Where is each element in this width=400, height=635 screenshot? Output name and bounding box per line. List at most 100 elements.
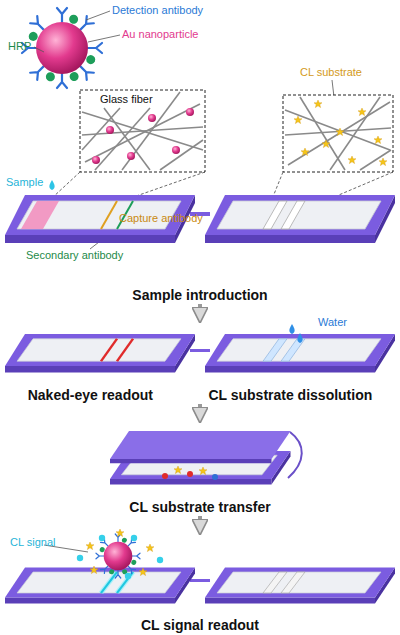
device-link (190, 349, 210, 352)
folded-device-lid (110, 431, 291, 459)
stage-panel: Sample introduction (0, 180, 400, 304)
substrate-strip (205, 334, 395, 372)
substrate-strip (281, 572, 305, 593)
glass-fiber (95, 108, 150, 170)
callout-label: Au nanoparticle (122, 28, 198, 41)
leader-line (88, 35, 120, 42)
cl-substrate-star (348, 156, 356, 164)
callout-label: Water (318, 316, 347, 329)
glass-fiber (285, 128, 391, 135)
glass-fiber-inset (80, 90, 205, 172)
device-link (190, 579, 210, 582)
transferred-particle (174, 466, 182, 474)
test-strip (5, 568, 195, 604)
stage-caption: CL substrate dissolution (208, 387, 372, 404)
flow-arrow (198, 304, 202, 320)
cl-substrate-star (294, 116, 302, 124)
cl-emission (125, 573, 131, 579)
transferred-particle (162, 473, 168, 479)
cl-emission (146, 544, 154, 552)
water-drop (289, 324, 294, 334)
test-strip (101, 201, 117, 229)
test-strip (101, 572, 117, 593)
nanoparticle-dot (148, 114, 156, 122)
flow-arrow (198, 516, 202, 532)
nanoparticle-dot (172, 146, 180, 154)
nanoparticle-dot (106, 126, 114, 134)
cl-emission (131, 535, 137, 541)
glass-fiber (82, 92, 203, 170)
folded-device-lid (110, 431, 291, 463)
cl-emission (77, 555, 83, 561)
nanoparticle-conjugate (22, 8, 102, 88)
callout-label: Sample (6, 176, 43, 189)
nanoparticle-dot (186, 108, 194, 116)
test-strip (5, 334, 195, 372)
test-strip (117, 339, 133, 361)
callout-label: CL substrate (300, 66, 362, 79)
substrate-strip (281, 201, 305, 229)
cl-emission (157, 557, 163, 563)
cl-substrate-star (379, 158, 387, 166)
nanoparticle-dot (92, 108, 194, 164)
leader-line (332, 80, 334, 97)
transferred-particle (199, 467, 207, 475)
cl-emission (90, 566, 98, 574)
test-strip (101, 572, 117, 593)
substrate-strip (205, 195, 395, 243)
glass-fiber (285, 97, 391, 170)
substrate-strip (205, 334, 395, 372)
callout-label: Glass fiber (100, 93, 153, 106)
test-strip (5, 568, 195, 604)
nanoparticle-dot (92, 156, 100, 164)
cl-substrate-star (294, 100, 387, 166)
glass-fiber-inset (80, 90, 205, 172)
transferred-particle (187, 471, 193, 477)
substrate-strip (205, 568, 395, 604)
cl-emission (99, 535, 105, 541)
stage-panel: CL signal readout (0, 532, 400, 634)
cl-substrate-star (336, 128, 344, 136)
glass-fiber (160, 140, 203, 170)
nanoparticle-dot (127, 152, 135, 160)
glass-fiber (330, 97, 380, 170)
cl-emission (116, 529, 124, 537)
glass-fiber (360, 150, 391, 170)
transferred-particle (162, 466, 218, 480)
test-strip (5, 334, 195, 372)
cl-substrate-star (322, 140, 330, 148)
stage-panel: Naked-eye readout CL substrate dissolutio… (0, 320, 400, 404)
stage-caption: Naked-eye readout (28, 387, 153, 404)
leader-line (34, 47, 44, 52)
flow-arrow (198, 404, 202, 420)
cl-substrate-inset (283, 95, 393, 172)
cl-emission (86, 542, 94, 550)
callout-label: HRP (8, 40, 31, 53)
transferred-particle (212, 474, 218, 480)
leader-line (86, 11, 110, 20)
hinge-link (288, 432, 302, 478)
stage-caption: CL signal readout (141, 617, 259, 634)
cl-substrate-inset (283, 95, 393, 172)
substrate-strip (281, 339, 305, 361)
cl-emission (77, 529, 163, 579)
stage-caption: Sample introduction (132, 287, 267, 304)
leader-line (34, 11, 334, 552)
cl-emission (139, 568, 147, 576)
cl-substrate-star (301, 148, 309, 156)
water-drop (297, 333, 302, 343)
cl-substrate-star (314, 100, 322, 108)
sample-drop (49, 180, 54, 190)
test-strip (117, 572, 133, 593)
stage-panel: CL substrate transfer (0, 420, 400, 516)
test-strip (101, 339, 117, 361)
test-strip (21, 201, 59, 229)
callout-label: Secondary antibody (26, 249, 123, 262)
stage-caption: CL substrate transfer (129, 499, 270, 516)
glass-fiber (82, 108, 120, 150)
folded-device-lid (110, 459, 272, 463)
cl-substrate-star (358, 108, 366, 116)
callout-label: Capture antibody (119, 212, 203, 225)
substrate-strip (205, 195, 395, 243)
